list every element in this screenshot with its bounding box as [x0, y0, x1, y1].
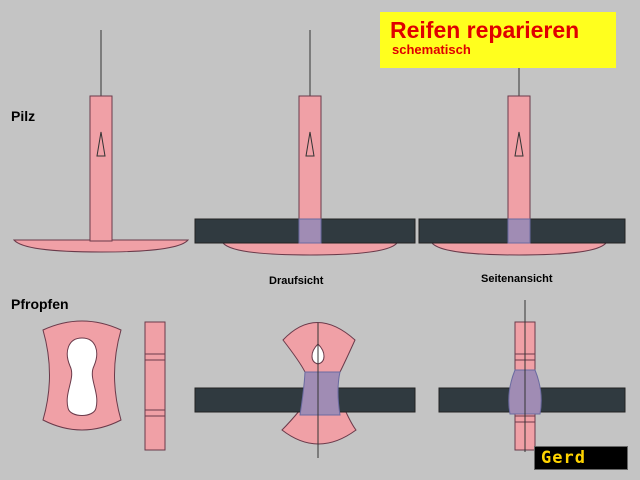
plug-in-tire-overlap — [299, 371, 341, 416]
label-draufsicht: Draufsicht — [269, 275, 324, 287]
stem-marker — [96, 131, 106, 157]
title-box: Reifen reparieren schematisch — [380, 12, 616, 68]
stem-marker — [514, 131, 524, 157]
label-pfropfen: Pfropfen — [11, 296, 69, 312]
mushroom-plug-in-tire — [194, 30, 416, 256]
logo-text: Gerd — [541, 448, 586, 468]
plug-side-view — [144, 321, 166, 451]
plug-front-view — [42, 320, 122, 431]
stem-in-tire-overlap — [298, 218, 322, 244]
mushroom-stem — [507, 95, 531, 221]
label-seitenansicht: Seitenansicht — [481, 273, 553, 285]
stem-in-tire-overlap — [507, 218, 531, 244]
mushroom-stem — [89, 95, 113, 242]
label-pilz: Pilz — [11, 108, 36, 124]
gerd-logo: Gerd — [534, 446, 628, 470]
mushroom-plug-standalone — [12, 30, 190, 253]
plug-in-tire-top-view — [194, 322, 416, 458]
plug-hole — [66, 337, 98, 416]
mushroom-head — [430, 242, 608, 256]
plug-lower-body — [281, 409, 357, 445]
page-title: Reifen reparieren — [390, 17, 580, 43]
plug-in-tire-side-view — [438, 300, 626, 452]
mushroom-head — [12, 239, 190, 253]
mushroom-stem — [298, 95, 322, 221]
mushroom-plug-in-tire-2 — [418, 30, 626, 256]
stem-marker — [305, 131, 315, 157]
plug-strip — [144, 321, 166, 451]
page-subtitle: schematisch — [392, 42, 471, 57]
mushroom-head — [221, 242, 399, 256]
